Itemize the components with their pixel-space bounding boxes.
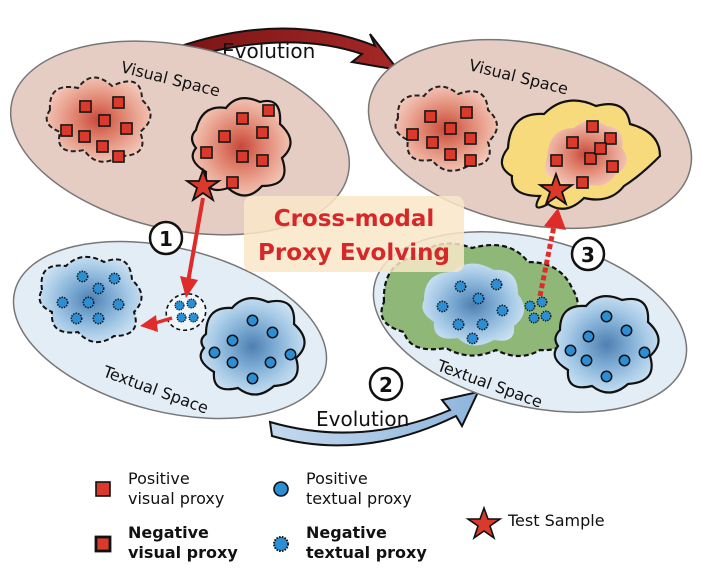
test-sample-star-right — [537, 171, 575, 207]
title-line2: Proxy Evolving — [258, 240, 450, 266]
legend-test-sample: Test Sample — [465, 505, 605, 541]
step2-badge: 2 — [368, 366, 404, 402]
svg-text:Negative: Negative — [128, 523, 209, 542]
svg-text:Negative: Negative — [306, 523, 387, 542]
positive-visual-cluster-left — [190, 97, 292, 197]
textual-space-left: Textual Space — [12, 240, 328, 420]
svg-text:2: 2 — [379, 373, 393, 397]
step3-arrow — [537, 208, 566, 297]
legend: Positive visual proxy Negative visual pr… — [94, 469, 605, 562]
evolution-arrow-bottom: Evolution — [268, 390, 480, 447]
legend-negative-textual: Negative textual proxy — [273, 523, 427, 562]
svg-text:textual proxy: textual proxy — [306, 543, 427, 562]
positive-textual-cluster-right — [553, 295, 660, 394]
legend-positive-visual: Positive visual proxy — [95, 469, 224, 508]
visual-space-right: Visual Space — [367, 38, 693, 230]
svg-text:visual proxy: visual proxy — [128, 543, 238, 562]
legend-positive-textual: Positive textual proxy — [273, 469, 412, 508]
svg-text:1: 1 — [159, 227, 173, 251]
positive-textual-cluster-left — [199, 297, 306, 396]
svg-text:Test Sample: Test Sample — [507, 511, 605, 530]
svg-text:visual proxy: visual proxy — [128, 489, 224, 508]
svg-text:Positive: Positive — [128, 469, 190, 488]
textual-space-right: Textual Space — [372, 231, 688, 413]
svg-text:textual proxy: textual proxy — [306, 489, 412, 508]
svg-text:Positive: Positive — [306, 469, 368, 488]
step1-badge: 1 — [148, 220, 184, 256]
step1-arrows — [140, 197, 205, 332]
title-line1: Cross-modal — [274, 206, 435, 232]
legend-negative-visual: Negative visual proxy — [94, 523, 238, 562]
visual-space-left: Visual Space — [9, 40, 351, 236]
step3-badge: 3 — [570, 236, 606, 272]
evolution-label-bottom: Evolution — [316, 407, 409, 431]
center-title: Cross-modal Proxy Evolving — [244, 196, 464, 272]
test-sample-star-left — [184, 167, 222, 203]
svg-text:3: 3 — [581, 243, 595, 267]
